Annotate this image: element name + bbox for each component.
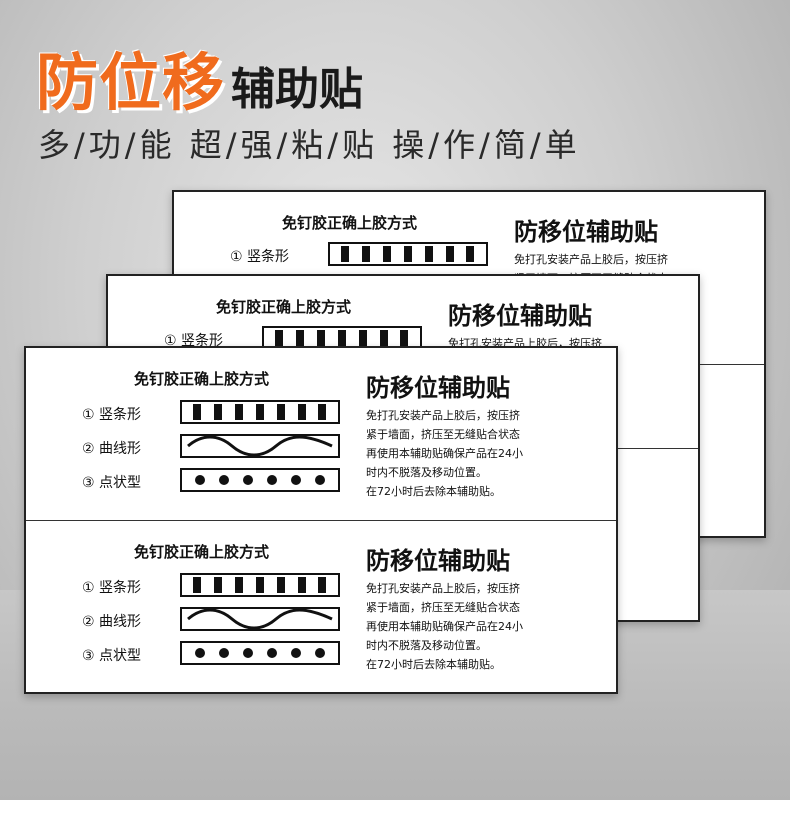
- bars-pattern-icon: [328, 242, 488, 266]
- sticker-sheet-front: 免钉胶正确上胶方式 ① 竖条形 ② 曲线形 ③ 点状型 防移位辅助贴 免打孔安装…: [24, 346, 618, 694]
- sticker-title: 防移位辅助贴: [514, 218, 658, 246]
- method-title: 免钉胶正确上胶方式: [134, 370, 270, 388]
- dots-pattern-icon: [180, 468, 340, 492]
- sticker-label: 免钉胶正确上胶方式 ① 竖条形 ② 曲线形 ③ 点状型 防移位辅助贴 免打孔安装…: [26, 348, 616, 520]
- method-row-bars: ① 竖条形: [82, 573, 352, 601]
- bars-pattern-icon: [180, 573, 340, 597]
- method-row-dots: ③ 点状型: [82, 641, 352, 669]
- sticker-title: 防移位辅助贴: [448, 302, 592, 330]
- method-title: 免钉胶正确上胶方式: [216, 298, 352, 316]
- sticker-title: 防移位辅助贴: [366, 374, 510, 402]
- instruction-line: 在72小时后去除本辅助贴。: [366, 658, 501, 671]
- dots-pattern-icon: [180, 641, 340, 665]
- wave-pattern-icon: [180, 434, 340, 458]
- method-label: ③ 点状型: [82, 648, 142, 664]
- sticker-instructions: 免打孔安装产品上胶后，按压挤 紧于墙面，挤压至无缝贴合状态 再使用本辅助贴确保产…: [366, 579, 591, 674]
- method-row-dots: ③ 点状型: [82, 468, 352, 496]
- sticker-title: 防移位辅助贴: [366, 547, 510, 575]
- hero-subtitle: 多/功/能 超/强/粘/贴 操/作/简/单: [38, 126, 581, 164]
- method-row-wave: ② 曲线形: [82, 607, 352, 635]
- method-label: ① 竖条形: [230, 249, 290, 265]
- method-label: ② 曲线形: [82, 614, 142, 630]
- method-title: 免钉胶正确上胶方式: [282, 214, 418, 232]
- instruction-line: 在72小时后去除本辅助贴。: [366, 485, 501, 498]
- method-label: ③ 点状型: [82, 475, 142, 491]
- hero-title-small: 辅助贴: [231, 64, 364, 115]
- instruction-line: 再使用本辅助贴确保产品在24小: [366, 447, 523, 460]
- hero-title-big: 防位移: [36, 46, 226, 119]
- hero-title: 防位移辅助贴: [36, 32, 363, 122]
- method-row-wave: ② 曲线形: [82, 434, 352, 462]
- wave-pattern-icon: [180, 607, 340, 631]
- method-title: 免钉胶正确上胶方式: [134, 543, 270, 561]
- instruction-line: 时内不脱落及移动位置。: [366, 466, 487, 479]
- instruction-line: 免打孔安装产品上胶后，按压挤: [366, 409, 520, 422]
- instruction-line: 免打孔安装产品上胶后，按压挤: [514, 253, 668, 266]
- method-row-bars: ① 竖条形: [230, 242, 500, 270]
- method-label: ① 竖条形: [164, 333, 224, 349]
- method-label: ② 曲线形: [82, 441, 142, 457]
- instruction-line: 时内不脱落及移动位置。: [366, 639, 487, 652]
- instruction-line: 紧于墙面，挤压至无缝贴合状态: [366, 428, 520, 441]
- instruction-line: 紧于墙面，挤压至无缝贴合状态: [366, 601, 520, 614]
- sticker-label: 免钉胶正确上胶方式 ① 竖条形 ② 曲线形 ③ 点状型 防移位辅助贴 免打孔安装…: [26, 520, 616, 693]
- instruction-line: 免打孔安装产品上胶后，按压挤: [366, 582, 520, 595]
- method-label: ① 竖条形: [82, 580, 142, 596]
- method-row-bars: ① 竖条形: [82, 400, 352, 428]
- bottom-strip: [0, 800, 790, 814]
- instruction-line: 再使用本辅助贴确保产品在24小: [366, 620, 523, 633]
- sticker-instructions: 免打孔安装产品上胶后，按压挤 紧于墙面，挤压至无缝贴合状态 再使用本辅助贴确保产…: [366, 406, 591, 501]
- bars-pattern-icon: [180, 400, 340, 424]
- method-label: ① 竖条形: [82, 407, 142, 423]
